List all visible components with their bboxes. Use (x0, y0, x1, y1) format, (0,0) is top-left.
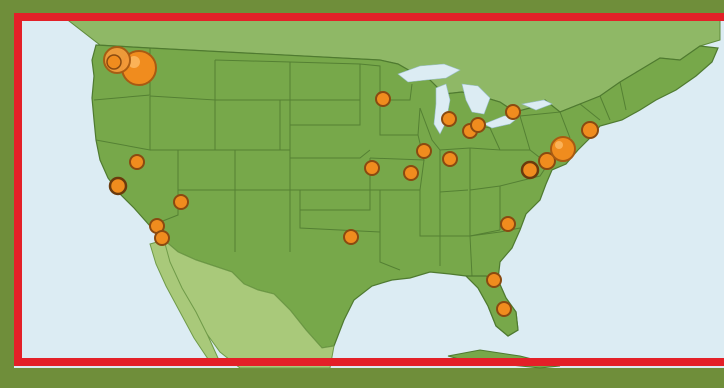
marker-new-york[interactable] (550, 136, 576, 162)
markers (103, 46, 599, 317)
marker-phoenix[interactable] (173, 194, 189, 210)
marker-san-diego[interactable] (154, 230, 170, 246)
marker-boston[interactable] (581, 121, 599, 139)
marker-philadelphia[interactable] (538, 152, 556, 170)
marker-jacksonville[interactable] (486, 272, 502, 288)
marker-reno-area[interactable] (129, 154, 145, 170)
marker-miami[interactable] (496, 301, 512, 317)
marker-washington-dc[interactable] (520, 160, 540, 180)
marker-minneapolis[interactable] (375, 91, 391, 107)
marker-milwaukee[interactable] (441, 111, 457, 127)
lake-huron (461, 83, 491, 115)
marker-detroit-2[interactable] (470, 117, 486, 133)
state-borders (93, 48, 627, 277)
marker-kansas-city[interactable] (364, 160, 380, 176)
marker-seattle[interactable] (103, 46, 131, 74)
lake-superior (397, 63, 461, 83)
lake-ontario (520, 99, 553, 111)
marker-dallas[interactable] (343, 229, 359, 245)
marker-chicago[interactable] (416, 143, 432, 159)
marker-san-francisco[interactable] (108, 176, 128, 196)
marker-charlotte[interactable] (500, 216, 516, 232)
marker-indianapolis[interactable] (442, 151, 458, 167)
marker-st-louis[interactable] (403, 165, 419, 181)
marker-toronto[interactable] (505, 104, 521, 120)
